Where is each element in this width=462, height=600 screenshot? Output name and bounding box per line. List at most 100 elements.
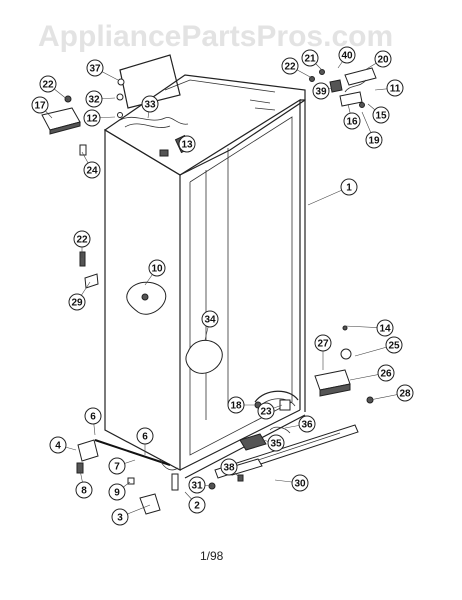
callout-20: 20 <box>364 50 392 71</box>
callout-17: 17 <box>31 96 53 119</box>
callout-circle <box>83 161 101 179</box>
callout-circle <box>386 79 404 97</box>
callout-label: 40 <box>341 51 353 62</box>
callout-label: 19 <box>368 136 380 147</box>
callout-13: 13 <box>178 135 196 153</box>
callout-7: 7 <box>108 457 136 475</box>
callout-label: 4 <box>55 441 61 452</box>
callout-circle <box>111 508 129 526</box>
callout-35: 35 <box>261 434 285 452</box>
pan-part-35 <box>239 433 267 451</box>
callout-circle <box>188 496 206 514</box>
drain-part-34 <box>185 339 223 374</box>
callout-label: 32 <box>88 95 100 106</box>
callout-circle <box>31 96 49 114</box>
callout-label: 6 <box>90 412 96 423</box>
callout-label: 39 <box>315 87 327 98</box>
callout-circle <box>68 293 86 311</box>
callout-circle <box>83 109 101 127</box>
callout-circle <box>312 82 330 100</box>
callout-circle <box>75 481 93 499</box>
bracket-assembly-right <box>314 325 374 404</box>
callout-24: 24 <box>81 151 101 179</box>
callout-40: 40 <box>337 46 356 69</box>
lower-left-hardware <box>76 439 216 515</box>
callout-label: 12 <box>86 114 98 125</box>
callout-circle <box>178 135 196 153</box>
callout-27: 27 <box>314 334 332 370</box>
callout-30: 30 <box>274 474 309 492</box>
toe-grille-part-30 <box>214 424 359 482</box>
callout-label: 30 <box>294 479 306 490</box>
switch-assembly <box>309 67 377 108</box>
callout-label: 35 <box>270 439 282 450</box>
callout-1: 1 <box>307 178 358 206</box>
watermark-text: AppliancePartsPros.com <box>38 20 393 53</box>
callout-circle <box>374 50 392 68</box>
callout-15: 15 <box>367 103 390 124</box>
callout-label: 18 <box>230 401 242 412</box>
callout-6: 6 <box>84 407 102 436</box>
callout-circle <box>396 384 414 402</box>
callout-label: 37 <box>89 64 101 75</box>
callout-label: 27 <box>317 339 329 350</box>
callout-label: 22 <box>76 235 88 246</box>
callout-label: 34 <box>204 315 216 326</box>
callout-10: 10 <box>144 259 166 286</box>
callout-32: 32 <box>85 90 116 108</box>
callout-label: 20 <box>377 55 389 66</box>
callout-circle <box>84 407 102 425</box>
callout-circle <box>85 90 103 108</box>
callout-14: 14 <box>344 319 394 337</box>
cabinet-body <box>103 54 306 479</box>
callout-label: 1 <box>346 183 352 194</box>
callout-label: 10 <box>151 264 163 275</box>
callout-37: 37 <box>86 59 119 81</box>
callout-label: 23 <box>260 407 272 418</box>
callout-circle <box>372 106 390 124</box>
callout-label: 7 <box>114 462 120 473</box>
callout-circle <box>338 46 356 64</box>
callout-label: 8 <box>81 486 87 497</box>
callout-circle <box>301 49 319 67</box>
callout-26: 26 <box>349 364 395 382</box>
callout-39: 39 <box>312 82 333 100</box>
callout-label: 25 <box>388 341 400 352</box>
callout-circle <box>377 364 395 382</box>
callout-label: 9 <box>114 488 120 499</box>
callout-33: 33 <box>141 95 159 119</box>
callout-21: 21 <box>301 49 323 71</box>
callout-6: 6 <box>136 427 154 455</box>
callout-label: 31 <box>191 481 203 492</box>
bracket-part-17 <box>41 95 87 156</box>
callout-3: 3 <box>111 504 151 526</box>
callout-label: 21 <box>304 54 316 65</box>
callout-label: 26 <box>380 369 392 380</box>
callout-31: 31 <box>188 476 213 494</box>
callout-36: 36 <box>284 415 316 433</box>
callout-circle <box>281 57 299 75</box>
callout-19: 19 <box>361 111 383 149</box>
callout-circle <box>108 483 126 501</box>
callout-22: 22 <box>281 57 313 79</box>
callout-16: 16 <box>343 103 361 130</box>
callout-circle <box>314 334 332 352</box>
callout-label: 3 <box>117 513 123 524</box>
callout-circle <box>376 319 394 337</box>
callout-9: 9 <box>108 481 131 501</box>
callout-label: 2 <box>194 501 200 512</box>
callout-29: 29 <box>68 281 91 311</box>
callout-23: 23 <box>257 402 283 420</box>
date-code: 1/98 <box>200 549 224 563</box>
callout-circle <box>343 112 361 130</box>
callout-label: 22 <box>42 80 54 91</box>
callout-label: 14 <box>379 324 391 335</box>
callout-34: 34 <box>201 310 219 341</box>
callout-circle <box>108 457 126 475</box>
callout-circle <box>227 396 245 414</box>
callout-label: 15 <box>375 111 387 122</box>
callout-28: 28 <box>369 384 414 402</box>
callout-label: 29 <box>71 298 83 309</box>
callout-22: 22 <box>73 230 91 258</box>
callout-label: 24 <box>86 166 98 177</box>
